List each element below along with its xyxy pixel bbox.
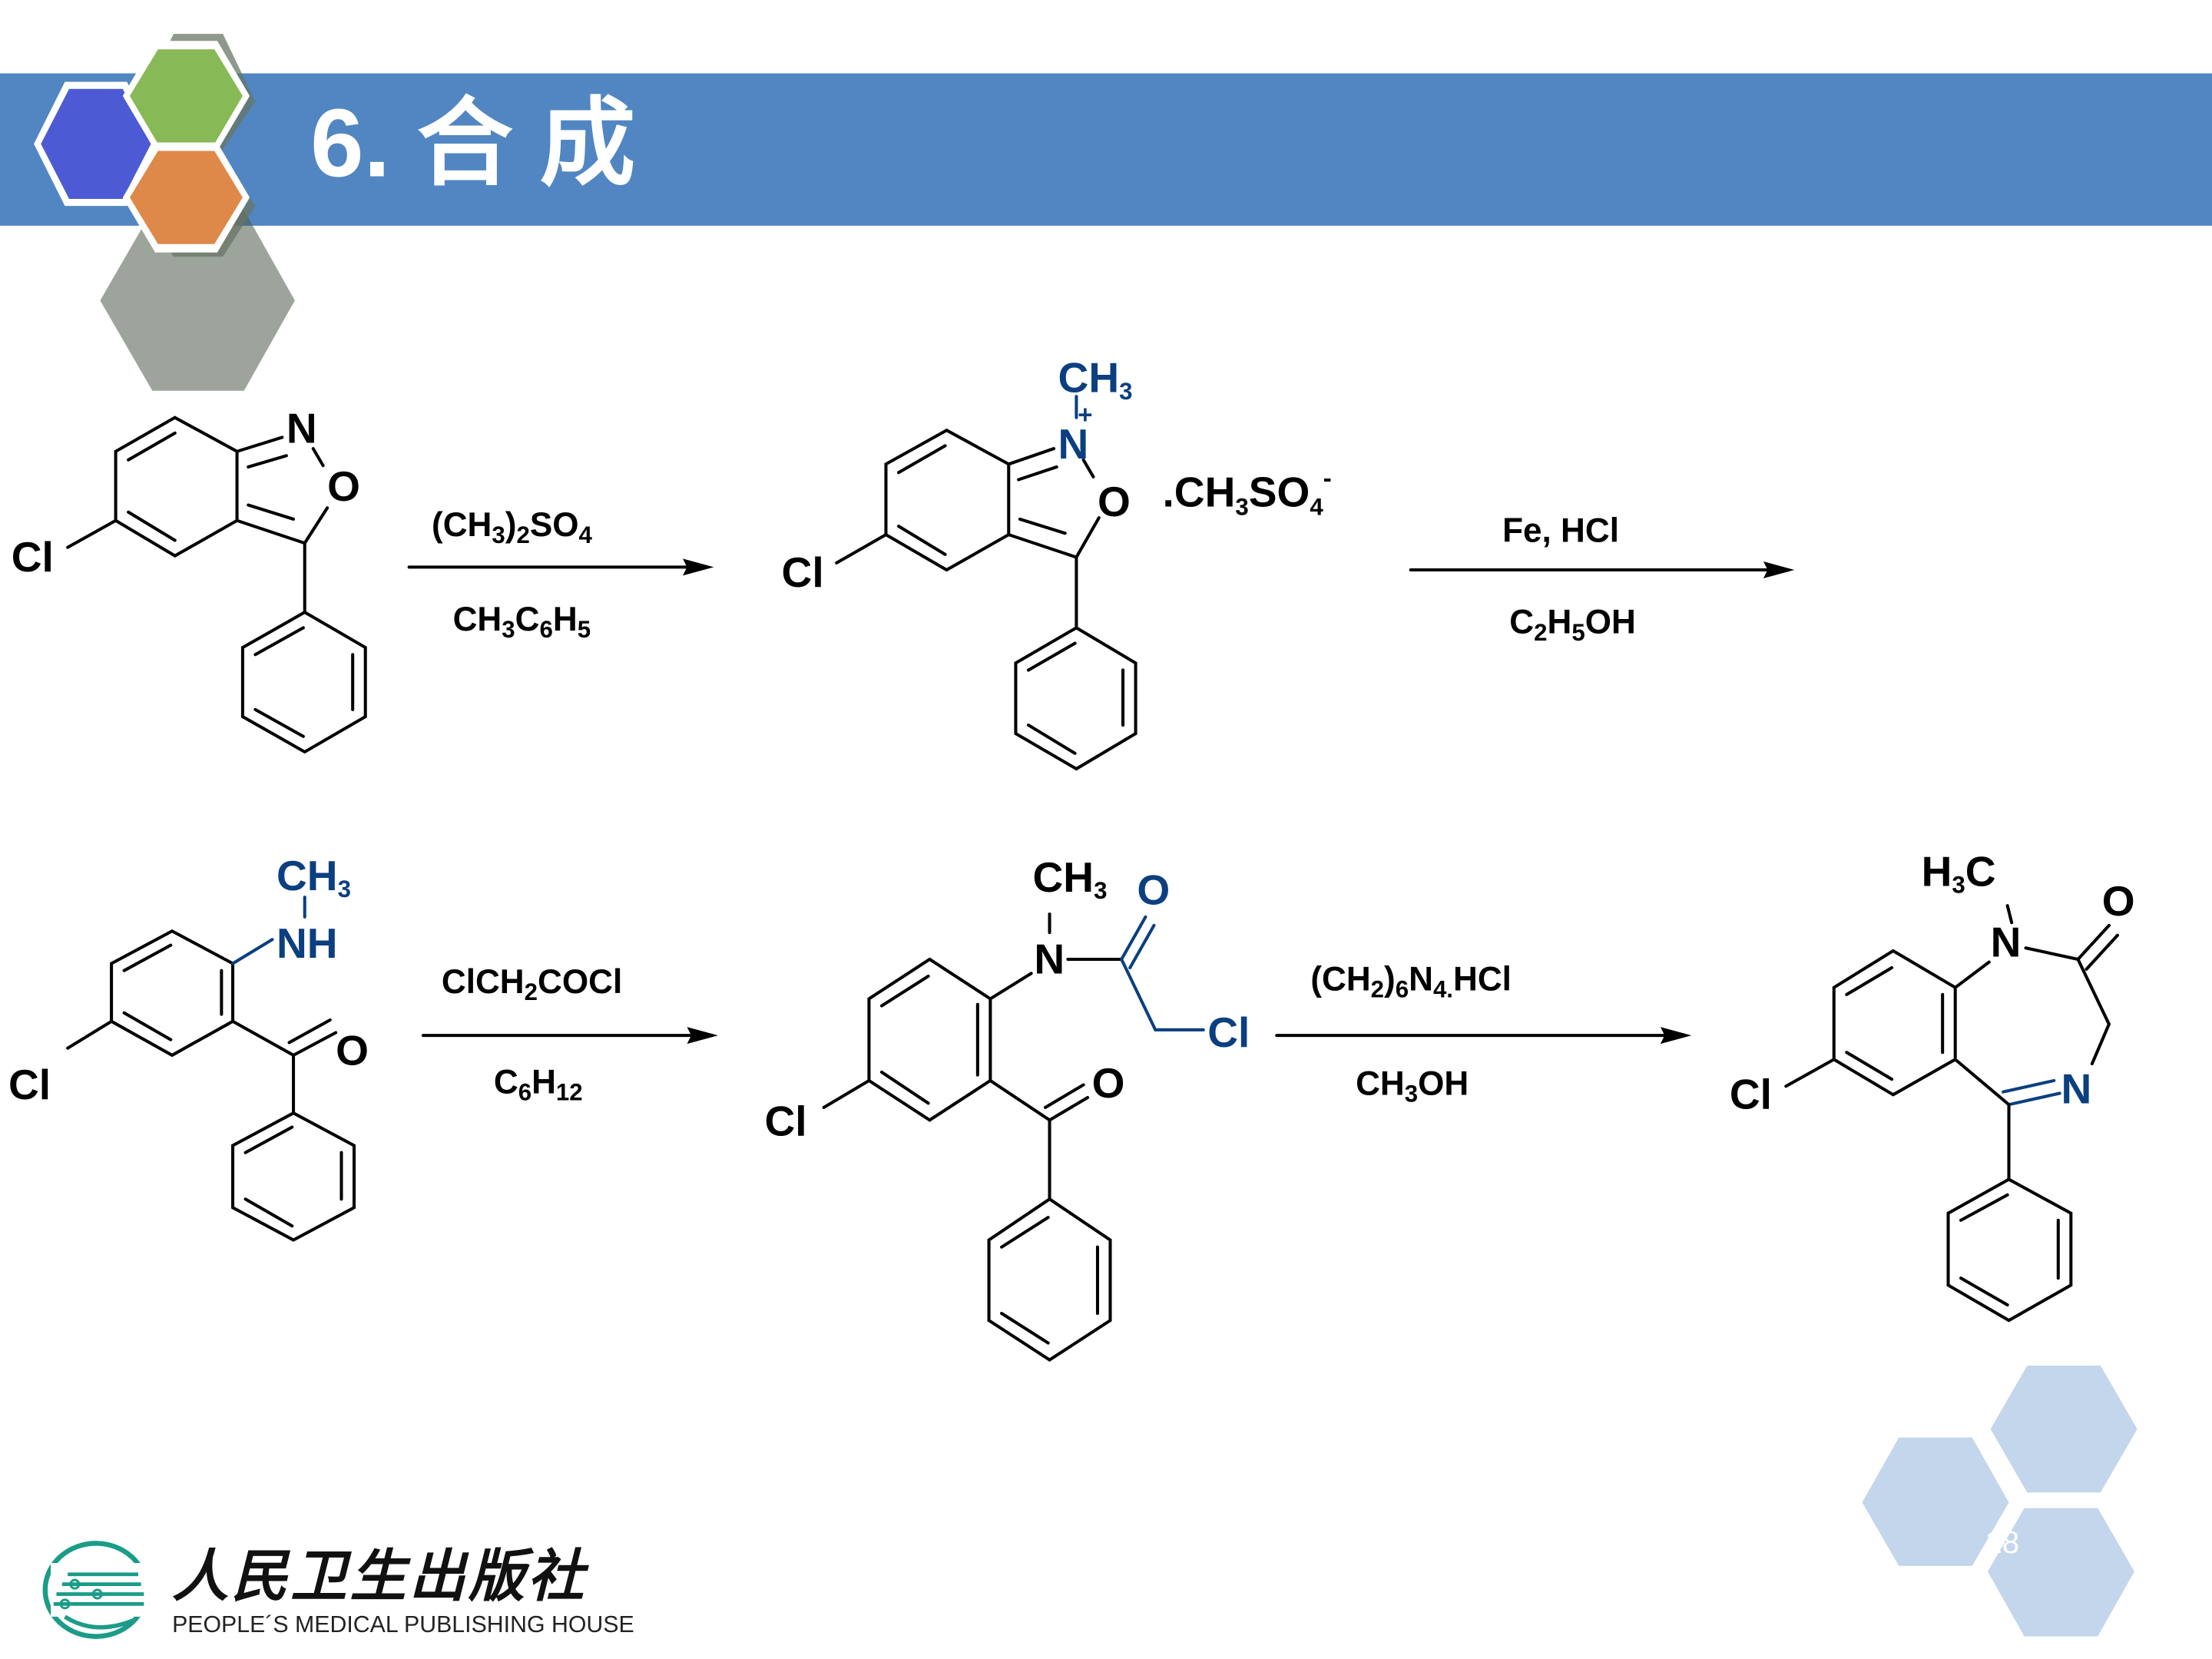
header: 6. 合 成: [0, 34, 2212, 391]
atom-ch3: CH3: [1032, 853, 1107, 904]
atom-h3c: H3C: [1922, 847, 1996, 898]
charge-plus: +: [1078, 401, 1092, 429]
reaction-arrow-4: (CH2)6N4.HCl CH3OH: [1275, 960, 1692, 1107]
compound-1: N O Cl: [12, 405, 367, 754]
atom-cl: Cl: [8, 1061, 51, 1108]
reagent-above: (CH3)2SO4: [432, 506, 592, 548]
header-hexagon-cluster: [34, 34, 295, 391]
atom-o: O: [1098, 478, 1131, 525]
reaction-arrow-3: ClCH2COCl C6H12: [422, 963, 718, 1106]
page-title: 6. 合 成: [310, 91, 635, 197]
compound-5: H3C N O N Cl: [1730, 847, 2135, 1323]
atom-cl: Cl: [782, 548, 824, 596]
hex-green: [129, 49, 243, 144]
publisher-logo: 人民卫生出版社 PEOPLE´S MEDICAL PUBLISHING HOUS…: [42, 1541, 634, 1639]
atom-cl: Cl: [765, 1098, 807, 1145]
hex-blue: [41, 88, 151, 199]
deco-hexagon: [1990, 1365, 2137, 1493]
atom-n1: N: [1991, 918, 2022, 965]
publisher-name-en: PEOPLE´S MEDICAL PUBLISHING HOUSE: [172, 1612, 634, 1637]
arrowhead: [1763, 561, 1795, 579]
atom-cl-chloroacetyl: Cl: [1207, 1008, 1250, 1056]
counterion: .CH3SO4-: [1162, 465, 1331, 521]
atom-cl: Cl: [12, 533, 54, 581]
publisher-name-cn: 人民卫生出版社: [172, 1543, 590, 1609]
compound-3: CH3 NH O Cl: [8, 852, 369, 1242]
atom-n4: N: [2061, 1065, 2091, 1112]
atom-ch3: CH3: [1058, 354, 1133, 405]
hex-orange: [129, 151, 243, 244]
atom-n: N: [286, 405, 317, 452]
reaction-arrow-1: (CH3)2SO4 CH3C6H5: [407, 506, 714, 643]
compound-4: CH3 N O Cl O Cl: [765, 853, 1250, 1363]
arrowhead: [687, 1027, 718, 1045]
publisher-emblem-icon: [42, 1541, 150, 1639]
reagent-above: ClCH2COCl: [442, 963, 622, 1005]
arrowhead: [1660, 1027, 1692, 1045]
atom-n: N: [1034, 935, 1065, 982]
hex-shadow: [100, 210, 295, 391]
reagent-below: C6H12: [494, 1063, 583, 1105]
atom-o-amide: O: [1137, 866, 1170, 913]
reagent-below: C2H5OH: [1509, 604, 1636, 646]
atom-o: O: [336, 1027, 369, 1075]
compound-2: CH3 N + O Cl .CH3SO4-: [782, 354, 1332, 771]
atom-cl: Cl: [1730, 1071, 1772, 1118]
reagent-above: Fe, HCl: [1502, 512, 1619, 549]
atom-o: O: [327, 462, 360, 510]
arrowhead: [682, 558, 714, 576]
reagent-below: CH3C6H5: [453, 601, 591, 643]
reagent-above: (CH2)6N4.HCl: [1310, 960, 1512, 1002]
deco-hexagon: [1987, 1508, 2134, 1637]
reaction-arrow-2: Fe, HCl C2H5OH: [1409, 512, 1795, 646]
atom-n-plus: N: [1058, 420, 1089, 468]
page-number: 18: [1985, 1525, 2019, 1560]
atom-nh: NH: [276, 919, 338, 967]
atom-ch3: CH3: [276, 852, 351, 902]
decorative-hexagons: 18: [1862, 1365, 2137, 1637]
atom-o-ketone: O: [1092, 1059, 1125, 1107]
atom-o: O: [2102, 877, 2135, 925]
reagent-below: CH3OH: [1356, 1065, 1469, 1107]
header-bar: [0, 73, 2212, 226]
deco-hexagon: [1862, 1437, 2009, 1566]
